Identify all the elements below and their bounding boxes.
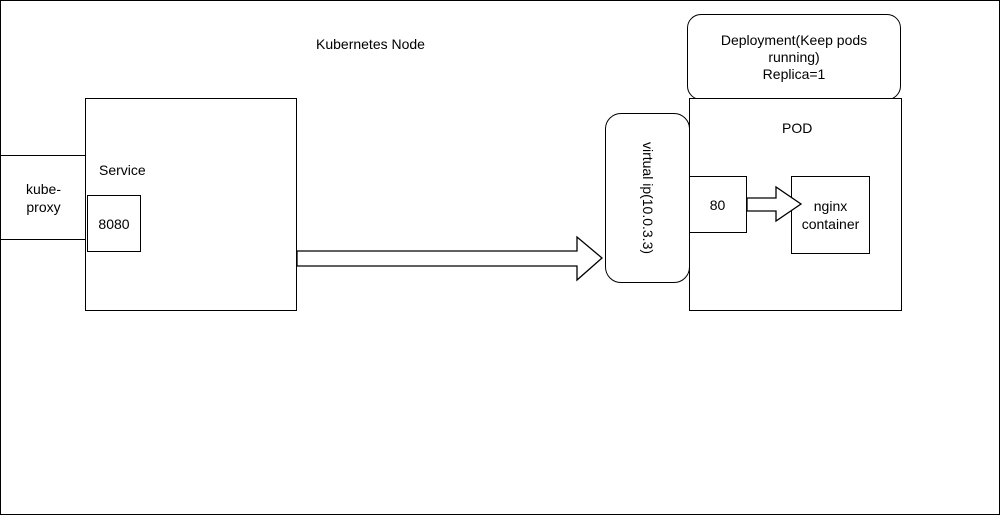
pod-port-label: 80 [709, 196, 726, 213]
service-port-box: 8080 [87, 195, 141, 252]
kube-proxy-box: kube- proxy [0, 155, 87, 240]
service-label: Service [99, 162, 146, 178]
nginx-container-box: nginx container [791, 176, 870, 254]
container-label-line1: nginx [813, 198, 848, 214]
deployment-box: Deployment(Keep pods running) Replica=1 [687, 14, 901, 100]
pod-port-box: 80 [688, 176, 747, 233]
kubernetes-node-label: Kubernetes Node [316, 36, 425, 52]
virtual-ip-box: virtual ip(10.0.3.3) [605, 113, 690, 283]
deployment-label-line3: Replica=1 [762, 65, 826, 82]
pod-label: POD [782, 120, 813, 136]
kube-proxy-label-line1: kube- [25, 180, 62, 197]
container-label-line2: container [801, 216, 860, 232]
service-port-label: 8080 [98, 215, 130, 232]
deployment-label-line2: running) [768, 48, 820, 65]
deployment-label-line1: Deployment(Keep pods [720, 31, 868, 48]
virtual-ip-label: virtual ip(10.0.3.3) [639, 141, 656, 255]
kube-proxy-label-line2: proxy [26, 198, 61, 215]
